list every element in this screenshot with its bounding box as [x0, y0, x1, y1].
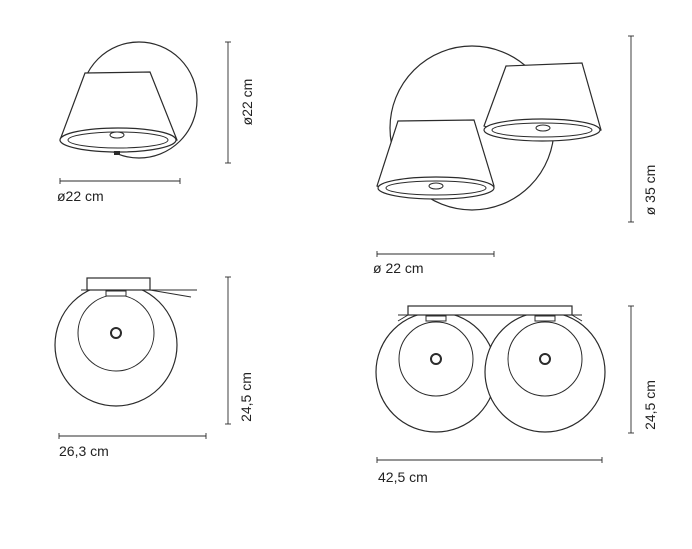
double-lamp-side-view [376, 45, 602, 211]
single-side-dimension-horizontal: ø22 cm [57, 178, 181, 204]
diffuser-outline-left [398, 321, 474, 397]
dim-label-single-top-depth: 24,5 cm [238, 372, 254, 422]
single-top-dimension-horizontal: 26,3 cm [58, 433, 207, 459]
mount-stub [114, 151, 120, 155]
joint-bracket-left [425, 315, 447, 322]
dim-label-single-side-height: ø22 cm [239, 79, 255, 126]
shade-outline-right [484, 311, 606, 433]
dim-label-double-top-width: 42,5 cm [378, 469, 428, 485]
center-hub [109, 131, 125, 139]
dim-label-double-side-height: ø 35 cm [642, 165, 658, 216]
center-ring-right [539, 353, 551, 365]
double-top-dimension-vertical: 24,5 cm [628, 305, 658, 434]
canopy-taper [149, 289, 192, 298]
joint-bracket [105, 290, 127, 297]
canopy-taper-right [571, 314, 583, 322]
dim-label-single-side-width: ø22 cm [57, 188, 104, 204]
shade-outline [54, 283, 178, 407]
single-lamp-side-view [59, 41, 198, 159]
single-top-dimension-vertical: 24,5 cm [225, 276, 254, 425]
double-lamp-top-view [375, 305, 606, 433]
dim-label-single-top-width: 26,3 cm [59, 443, 109, 459]
joint-bracket-right [534, 315, 556, 322]
center-hub-lower [428, 182, 444, 190]
center-hub-upper [535, 124, 551, 132]
shade-outline-left [375, 311, 497, 433]
double-side-dimension-vertical: ø 35 cm [628, 35, 658, 223]
ceiling-plate [86, 277, 151, 291]
center-ring [110, 327, 122, 339]
dim-label-double-top-depth: 24,5 cm [642, 380, 658, 430]
diffuser-lens-upper [491, 122, 593, 138]
double-top-dimension-horizontal: 42,5 cm [376, 457, 603, 485]
double-side-dimension-horizontal: ø 22 cm [373, 251, 495, 276]
ceiling-plate [407, 305, 573, 316]
canopy-taper-left [397, 314, 409, 322]
diffuser-outline-right [507, 321, 583, 397]
single-side-dimension-vertical: ø22 cm [225, 41, 255, 164]
diffuser-lens-lower [385, 180, 487, 196]
dim-label-double-side-width: ø 22 cm [373, 260, 424, 276]
center-ring-left [430, 353, 442, 365]
single-lamp-top-view [54, 277, 197, 407]
